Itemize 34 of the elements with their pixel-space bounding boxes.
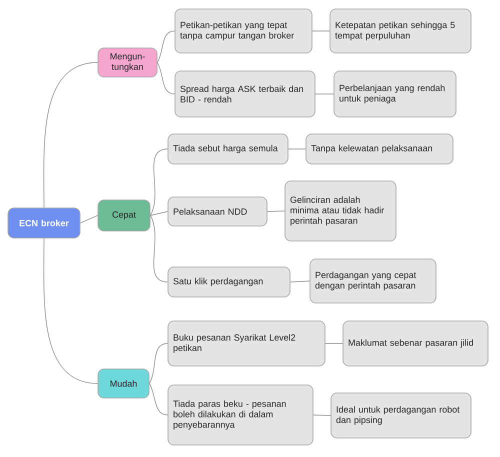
connector-line (150, 211, 168, 216)
idea-box: Spread harga ASK terbaik dan BID - rendah (174, 70, 316, 118)
idea-box: Maklumat sebenar pasaran jilid (342, 320, 488, 366)
idea-box: Perdagangan yang cepat dengan perintah pasaran (310, 258, 436, 304)
connector-line (150, 215, 168, 282)
idea-box: Tanpa kelewatan pelaksanaan (306, 134, 454, 164)
connector-line (288, 148, 306, 150)
idea-box: Ideal untuk perdagangan robot dan pipsing (330, 392, 472, 438)
connector-line (150, 148, 168, 216)
idea-box: Pelaksanaan NDD (168, 196, 268, 226)
idea-box: Gelinciran adalah minima atau tidak hadir perintah pasaran (284, 180, 396, 242)
connector-line (80, 215, 98, 224)
idea-box: Satu klik perdagangan (168, 266, 290, 298)
connector-line (267, 210, 285, 212)
connector-line (312, 30, 330, 32)
category-box: Mengun-tungkan (98, 48, 158, 78)
connector-line (43, 62, 98, 208)
idea-box: Ketepatan petikan sehingga 5 tempat perpuluhan (330, 8, 472, 54)
topic-box: ECN broker (8, 208, 80, 238)
idea-box: Petikan-petikan yang tepat tanpa campur tangan broker (174, 8, 312, 54)
idea-box: Tiada paras beku - pesanan boleh dilakukan di dalam penyebarannya (168, 384, 314, 446)
idea-box: Buku pesanan Syarikat Level2 petikan (168, 320, 326, 366)
idea-box: Perbelanjaan yang rendah untuk peniaga (334, 70, 456, 118)
connector-line (290, 280, 310, 282)
idea-box: Tiada sebut harga semula (168, 134, 288, 164)
category-box: Mudah (98, 368, 150, 398)
category-box: Cepat (98, 200, 150, 232)
connector-line (157, 30, 175, 63)
connector-line (43, 238, 98, 384)
connector-line (313, 414, 331, 416)
connector-line (157, 62, 175, 94)
connector-line (149, 383, 168, 416)
connector-line (325, 343, 343, 344)
connector-line (149, 343, 168, 384)
